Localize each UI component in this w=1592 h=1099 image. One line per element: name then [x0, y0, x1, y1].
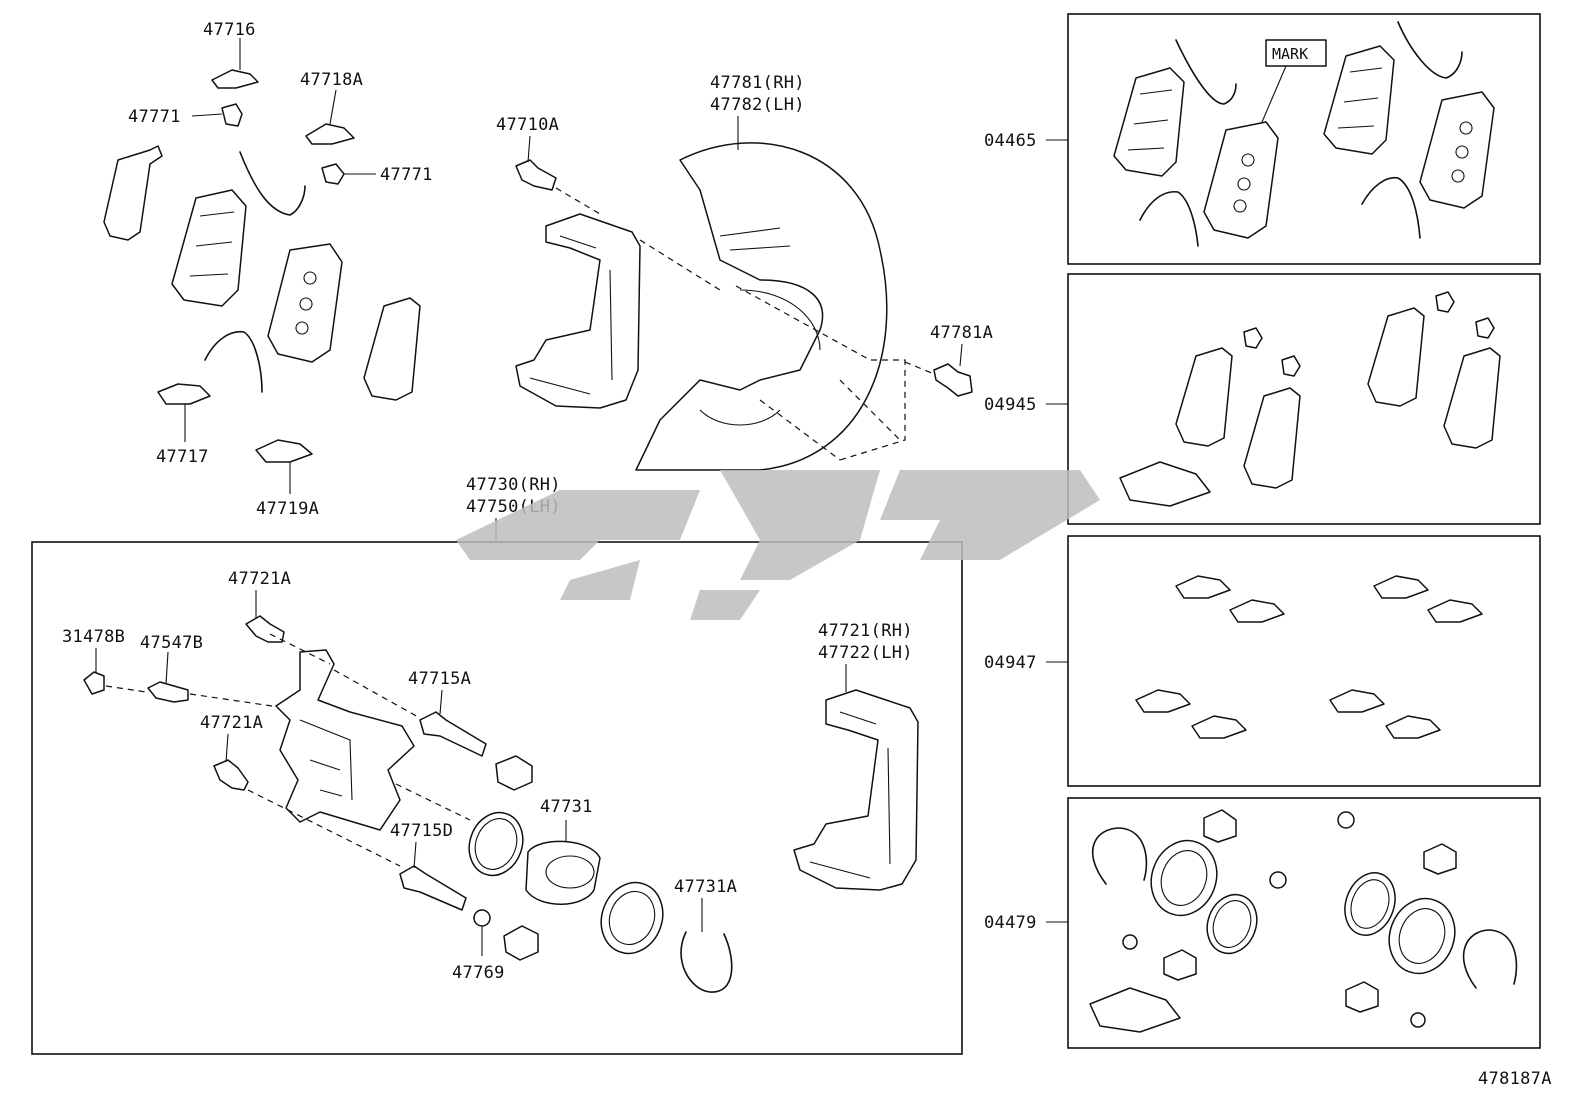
- figure-id: 478187A: [1478, 1069, 1552, 1089]
- label-47782-lh: 47782(LH): [710, 95, 805, 115]
- mark-label: MARK: [1272, 45, 1308, 63]
- slide-pin-47715a: [419, 711, 487, 757]
- bolt-47721a-top: [245, 615, 285, 643]
- bushing-47769: [473, 909, 491, 927]
- clip-47771-a: [221, 103, 243, 127]
- label-47719a: 47719A: [256, 499, 319, 519]
- label-47731: 47731: [540, 797, 593, 817]
- bleeder-cap-31478b: [83, 671, 105, 695]
- kit-04945: 04945: [984, 273, 1541, 525]
- pad-shim-group: 47716 47771 47718A 47771 47717: [103, 20, 433, 519]
- label-47730-rh: 47730(RH): [466, 475, 561, 495]
- label-47715a: 47715A: [408, 669, 471, 689]
- caliper-cylinder: [275, 649, 415, 831]
- label-47715d: 47715D: [390, 821, 453, 841]
- kit-04947: 04947: [984, 535, 1541, 787]
- anti-squeal-shim-47716: [211, 69, 259, 89]
- kit-code-04465: 04465: [984, 131, 1037, 151]
- label-47731a: 47731A: [674, 877, 737, 897]
- kit-04479: 04479: [984, 797, 1541, 1049]
- anti-squeal-shim-47719a: [255, 439, 313, 463]
- bolt-47781a: [933, 363, 973, 397]
- brake-pad-left: [171, 189, 247, 307]
- label-47781-rh: 47781(RH): [710, 73, 805, 93]
- label-47547b: 47547B: [140, 633, 203, 653]
- bleeder-plug-47547b: [147, 681, 189, 703]
- label-47781a: 47781A: [930, 323, 993, 343]
- label-31478b: 31478B: [62, 627, 125, 647]
- kit-code-04945: 04945: [984, 395, 1037, 415]
- bolt-47721a-mid: [213, 759, 249, 791]
- label-47722-lh: 47722(LH): [818, 643, 913, 663]
- kit-code-04479: 04479: [984, 913, 1037, 933]
- piston-47731: [525, 840, 601, 905]
- watermark-logo: [456, 470, 1100, 620]
- slide-pin-47715d: [399, 865, 467, 911]
- cylinder-boot-ring: [600, 881, 664, 955]
- mounting-bracket-47721: [793, 689, 919, 891]
- label-47721-rh: 47721(RH): [818, 621, 913, 641]
- label-47716: 47716: [203, 20, 256, 40]
- anti-squeal-shim-47717: [157, 383, 211, 405]
- cylinder-boot-upper: [495, 755, 533, 791]
- pad-wear-spring-2: [204, 331, 263, 393]
- pad-wear-spring: [239, 151, 306, 216]
- label-47718a: 47718A: [300, 70, 363, 90]
- torque-plate-bracket: [515, 213, 641, 409]
- snap-ring-47731a: [680, 931, 733, 993]
- label-47771-b: 47771: [380, 165, 433, 185]
- label-47771-a: 47771: [128, 107, 181, 127]
- piston-seal: [468, 811, 524, 877]
- kit-04465: 04465 MARK: [984, 13, 1541, 265]
- kit-code-04947: 04947: [984, 653, 1037, 673]
- cylinder-boot-lower: [503, 925, 539, 961]
- anti-squeal-shim-47718a: [305, 123, 355, 145]
- anti-squeal-plate-left: [103, 145, 163, 241]
- label-47721a-mid: 47721A: [200, 713, 263, 733]
- bolt-47710a: [515, 159, 557, 191]
- label-47769: 47769: [452, 963, 505, 983]
- clip-47771-b: [321, 163, 345, 185]
- anti-squeal-plate-right: [363, 297, 421, 401]
- mark-callout-box: [1265, 39, 1327, 67]
- dust-cover: [635, 142, 888, 471]
- label-47710a: 47710A: [496, 115, 559, 135]
- caliper-assembly-parts: 47721A 31478B 47547B 47721A 47715A 47715…: [62, 569, 919, 993]
- mounting-group: 47710A 47781(RH) 47782(LH) 47781A 47730(…: [466, 73, 993, 542]
- label-47717: 47717: [156, 447, 209, 467]
- label-47721a-top: 47721A: [228, 569, 291, 589]
- brake-pad-right: [267, 243, 343, 363]
